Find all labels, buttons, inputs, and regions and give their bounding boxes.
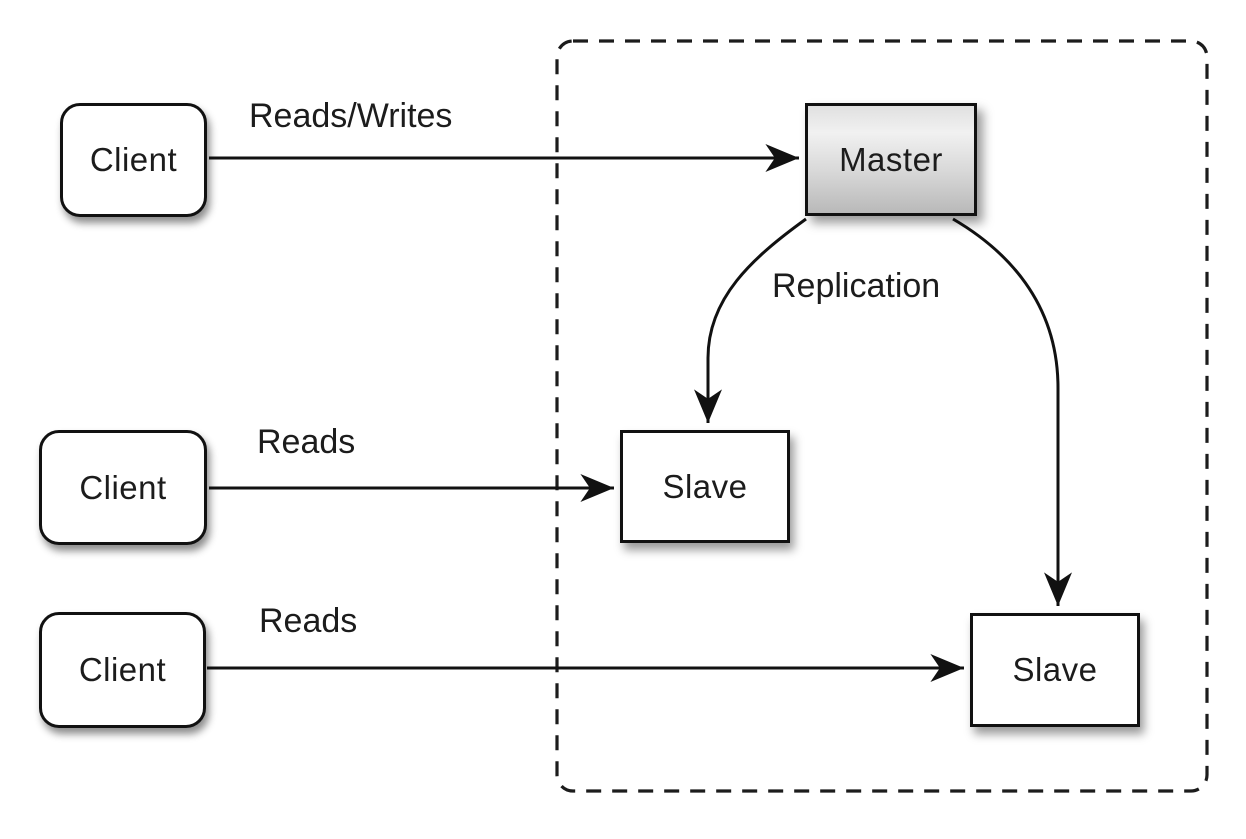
master-to-slave2-replication-arrow [952,217,1072,607]
node-client-3-label: Client [78,651,167,688]
edge-label-reads-1: Reads [257,423,356,461]
node-slave-2-label: Slave [1012,651,1098,688]
node-slave-2: Slave [970,613,1140,727]
server-group-boundary [555,39,1209,793]
node-master-label: Master [839,140,943,178]
node-client-3: Client [39,612,206,728]
master-to-slave1-replication-arrow [694,217,807,423]
node-slave-1-label: Slave [662,467,748,505]
node-client-1-label: Client [89,141,178,178]
node-client-2: Client [39,430,207,545]
node-client-1: Client [60,103,207,217]
edge-label-reads-writes: Reads/Writes [249,97,453,135]
edge-label-reads-2: Reads [259,602,358,640]
edge-label-replication: Replication [772,267,941,305]
node-client-2-label: Client [79,468,167,506]
node-master: Master [805,103,977,216]
node-slave-1: Slave [620,430,790,543]
